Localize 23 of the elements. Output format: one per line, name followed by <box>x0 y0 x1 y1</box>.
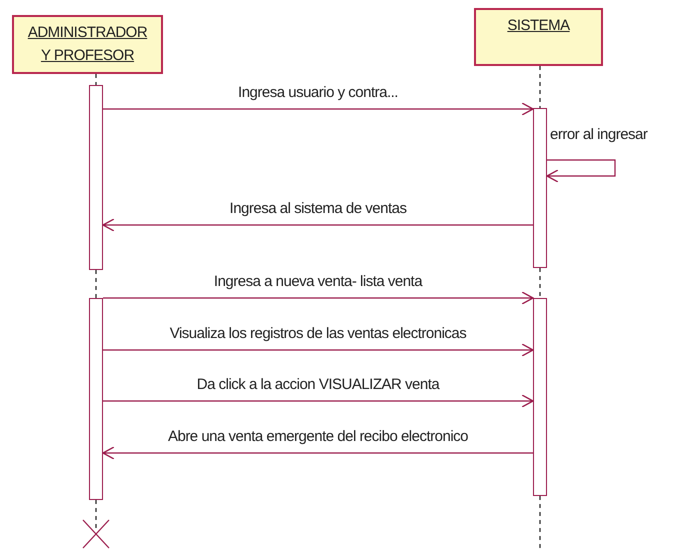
message-arrow <box>103 102 534 116</box>
lifeline <box>95 74 97 85</box>
message-arrow <box>103 291 534 305</box>
message-arrow <box>103 394 534 408</box>
activation-bar <box>533 298 547 496</box>
edge-label: error al ingresar <box>550 126 648 144</box>
edge-label: Ingresa al sistema de ventas <box>230 200 406 218</box>
message-arrow <box>102 218 533 232</box>
lifeline-header: ADMINISTRADOR Y PROFESOR <box>12 15 163 74</box>
lifeline-header: SISTEMA <box>474 8 603 66</box>
activation-bar <box>89 85 103 270</box>
edge-label: Ingresa a nueva venta- lista venta <box>214 273 422 291</box>
edge-label: Visualiza los registros de las ventas electronicas <box>170 325 466 343</box>
lifeline <box>539 66 541 108</box>
edge-label: Ingresa usuario y contra... <box>238 84 398 102</box>
lifeline <box>95 270 97 298</box>
activation-bar <box>533 108 547 268</box>
edge-label: Abre una venta emergente del recibo electronico <box>168 428 468 446</box>
message-arrow <box>103 343 534 357</box>
message-arrow <box>102 446 533 460</box>
lifeline <box>539 268 541 298</box>
self-message-arrow <box>546 159 616 183</box>
activation-bar <box>89 298 103 500</box>
